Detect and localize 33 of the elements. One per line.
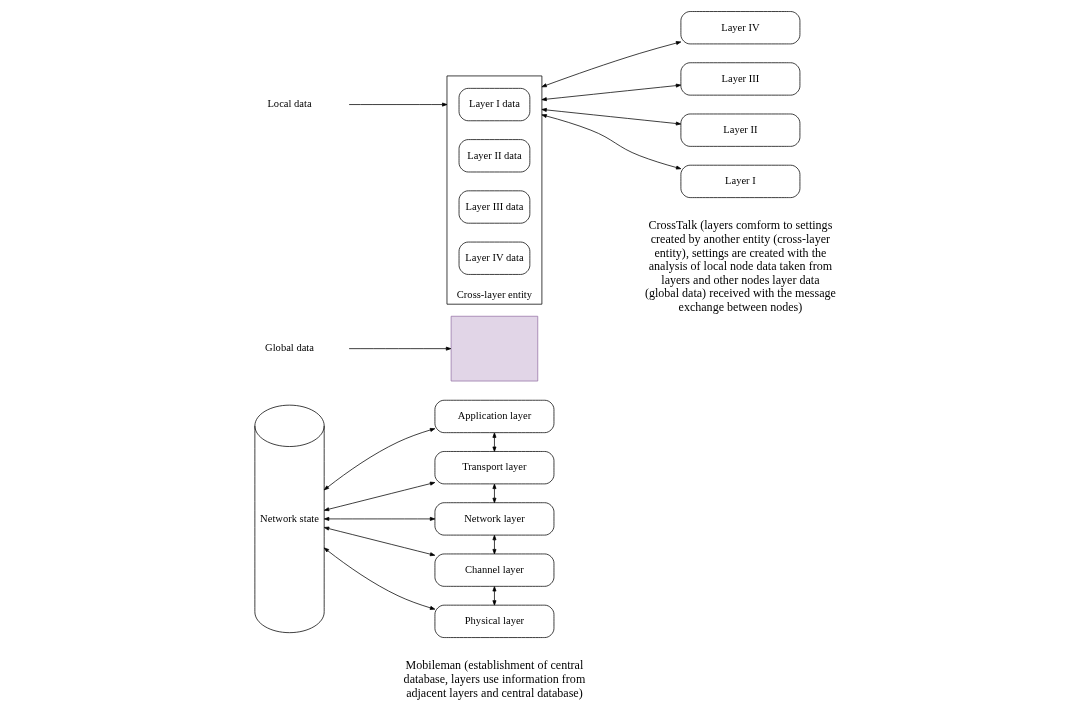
node-box: Network layer	[434, 502, 555, 536]
node-text: Global data	[265, 342, 314, 354]
arrow	[541, 107, 682, 126]
arrow	[541, 114, 682, 170]
arrow	[323, 547, 436, 610]
node-box	[450, 315, 539, 382]
arrow	[323, 428, 436, 491]
node-box: Transport layer	[434, 451, 555, 485]
node-box: Layer II data	[458, 139, 531, 173]
arrow	[348, 102, 448, 107]
node-box: Layer II	[680, 113, 801, 147]
node-box: Layer I	[680, 164, 801, 198]
label: CrossTalk (layers comform to settings created by another entity (cross-layer entity), settings are created with the analysis of local node data taken from layers and other nodes layer data (global data) received with the message exchange between nodes)	[644, 218, 836, 314]
node-text: Local data	[267, 98, 312, 110]
node-box: Application layer	[434, 399, 555, 434]
arrow	[492, 432, 497, 452]
arrow	[541, 41, 682, 88]
arrow	[323, 526, 436, 557]
arrow	[492, 534, 497, 555]
node-box: Layer IV	[680, 11, 801, 45]
label: Mobileman (establishment of central database, layers use information from adjacent layers and central database)	[403, 658, 586, 700]
arrow	[541, 83, 682, 102]
arrow	[323, 516, 436, 521]
arrow	[492, 483, 497, 504]
node-box: Layer IV data	[458, 241, 531, 275]
node-box: Layer I data	[458, 88, 531, 122]
arrow	[492, 586, 497, 606]
node-box: Layer III data	[458, 190, 531, 224]
node-box: Physical layer	[434, 604, 555, 638]
node-box: Layer III	[680, 62, 801, 96]
arrow	[348, 346, 452, 351]
node-box: Channel layer	[434, 553, 555, 587]
arrow	[323, 481, 436, 512]
